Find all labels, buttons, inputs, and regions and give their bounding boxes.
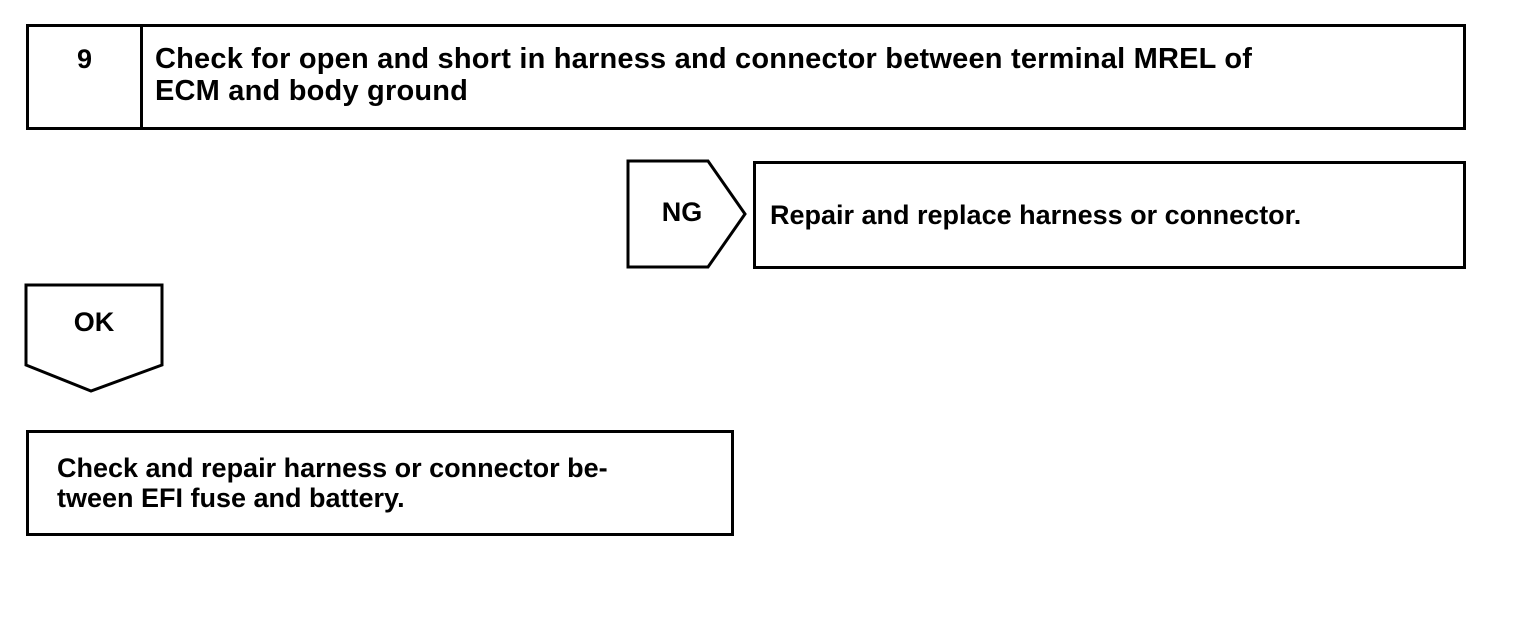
ng-action-text: Repair and replace harness or connector. <box>770 199 1302 230</box>
ok-action-box: Check and repair harness or connector be… <box>26 430 734 536</box>
step-title-line-2: ECM and body ground <box>155 75 469 107</box>
ok-action-line-1: Check and repair harness or connector be… <box>57 453 608 483</box>
ok-action-line-2: tween EFI fuse and battery. <box>57 483 405 513</box>
step-box: 9 Check for open and short in harness an… <box>26 24 1466 130</box>
ok-arrow-shape <box>24 283 164 393</box>
ng-label: NG <box>661 197 703 227</box>
step-title: Check for open and short in harness and … <box>143 27 1463 127</box>
step-number: 9 <box>29 27 143 127</box>
ng-action-box: Repair and replace harness or connector. <box>753 161 1466 269</box>
step-title-line-1: Check for open and short in harness and … <box>155 43 1253 75</box>
ok-label: OK <box>73 307 115 337</box>
